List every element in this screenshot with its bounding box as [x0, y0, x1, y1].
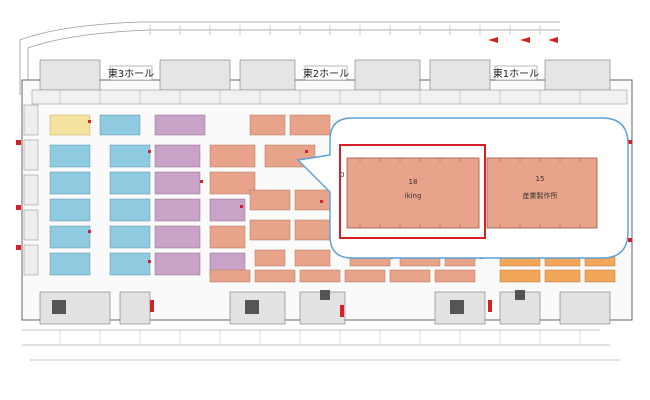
callout-booth-15[interactable]: 15 産業製作所: [486, 157, 598, 229]
road-arrows: [488, 37, 558, 43]
booth-number: 15: [536, 175, 545, 183]
right-marks: [628, 140, 632, 242]
bottom-walkway: [22, 329, 620, 361]
hall-label-east2: 東2ホール: [303, 67, 349, 80]
hall-label-east3: 東3ホール: [108, 67, 154, 80]
access-road: [19, 21, 560, 95]
callout-marker: 0: [340, 171, 344, 179]
hall-label-east1: 東1ホール: [493, 67, 539, 80]
top-corridor: [31, 89, 628, 105]
top-facade: [39, 59, 611, 91]
booth-name: 産業製作所: [523, 191, 558, 200]
highlight-box: [339, 144, 486, 239]
walkway-ticks: [59, 330, 581, 345]
left-side-rooms: [23, 104, 39, 276]
booth-name: iking: [405, 192, 422, 200]
bottom-facade: [39, 291, 611, 325]
road-hatching: [149, 25, 541, 35]
booths-purple: [154, 114, 246, 276]
booths-blue: [49, 114, 151, 276]
top-corridor-dividers: [59, 90, 581, 104]
booth-number: 18: [409, 178, 418, 186]
left-marks: [16, 140, 21, 250]
bottom-exit-marks: [150, 300, 492, 317]
bottom-dark-columns: [52, 290, 525, 314]
booths-yellow: [49, 114, 91, 136]
callout-booth-18[interactable]: 18 iking: [346, 157, 480, 229]
hall-labels: 東3ホール 東2ホール 東1ホール: [108, 65, 539, 81]
